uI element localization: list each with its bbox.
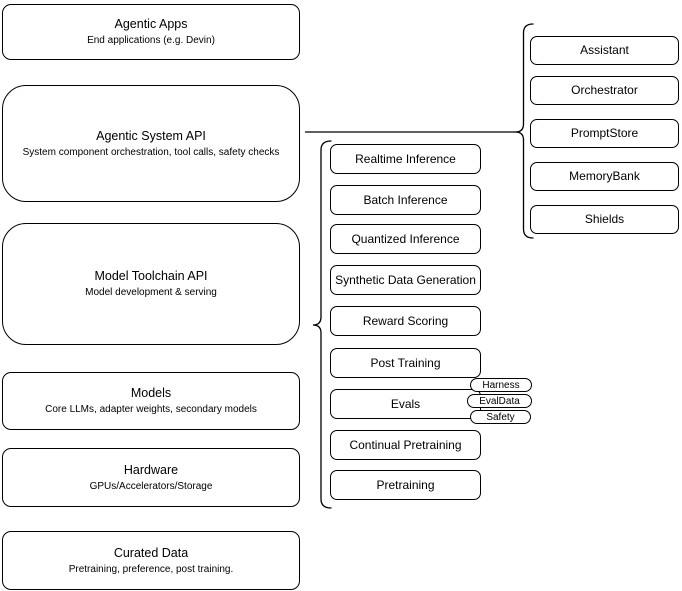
node-title: Model Toolchain API [94, 269, 208, 283]
tag-safety: Safety [470, 410, 531, 424]
node-title: Hardware [123, 462, 179, 477]
node-curated-data: Curated Data Pretraining, preference, po… [2, 531, 300, 590]
node-agentic-apps: Agentic Apps End applications (e.g. Devi… [2, 4, 300, 60]
node-reward-scoring: Reward Scoring [330, 306, 481, 336]
node-agentic-system-api: Agentic System API System component orch… [2, 85, 300, 202]
node-title: Agentic System API [96, 128, 206, 143]
tag-evaldata: EvalData [467, 394, 532, 408]
node-subtitle: Model development & serving [85, 287, 217, 298]
brace-model-toolchain [312, 140, 332, 509]
node-title: Agentic Apps [114, 17, 188, 31]
node-quantized-inference: Quantized Inference [330, 224, 481, 254]
node-orchestrator: Orchestrator [530, 76, 679, 105]
node-model-toolchain-api: Model Toolchain API Model development & … [2, 223, 300, 345]
node-batch-inference: Batch Inference [330, 185, 481, 215]
node-title: Models [130, 386, 172, 400]
node-synthetic-data-generation: Synthetic Data Generation [330, 265, 481, 295]
node-shields: Shields [530, 205, 679, 234]
node-subtitle: End applications (e.g. Devin) [87, 35, 215, 46]
node-subtitle: GPUs/Accelerators/Storage [89, 480, 213, 492]
node-evals: Evals [330, 389, 481, 419]
node-post-training: Post Training [330, 348, 481, 378]
tag-harness: Harness [470, 378, 532, 392]
node-subtitle: Core LLMs, adapter weights, secondary mo… [45, 404, 257, 415]
node-pretraining: Pretraining [330, 470, 481, 500]
node-subtitle: Pretraining, preference, post training. [68, 563, 234, 575]
node-hardware: Hardware GPUs/Accelerators/Storage [2, 448, 300, 507]
node-assistant: Assistant [530, 36, 679, 65]
node-realtime-inference: Realtime Inference [330, 144, 481, 174]
node-title: Curated Data [113, 545, 189, 560]
node-memorybank: MemoryBank [530, 162, 679, 191]
node-subtitle: System component orchestration, tool cal… [22, 146, 280, 158]
node-models: Models Core LLMs, adapter weights, secon… [2, 372, 300, 430]
node-continual-pretraining: Continual Pretraining [330, 430, 481, 460]
node-promptstore: PromptStore [530, 119, 679, 148]
